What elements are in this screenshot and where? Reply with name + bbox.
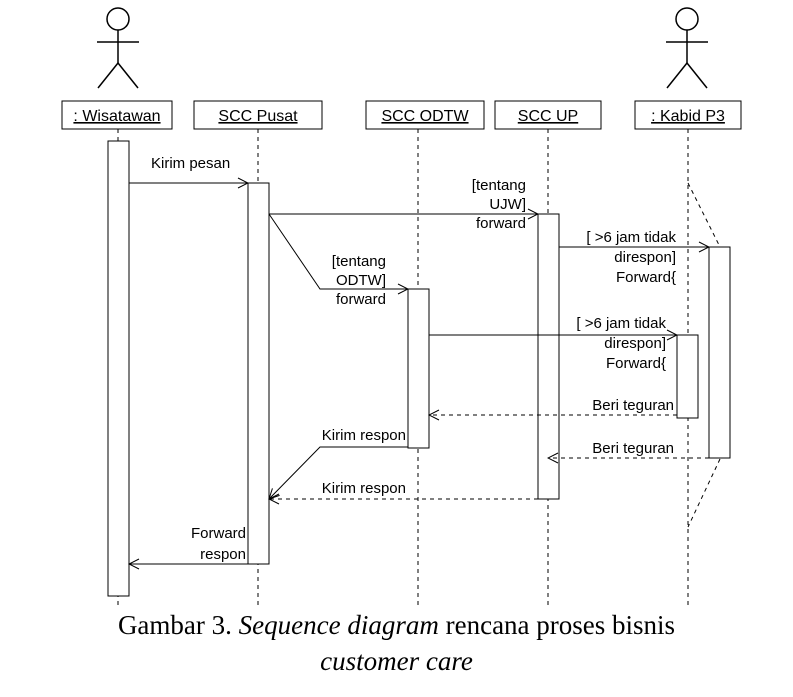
caption-prefix: Gambar 3. [117,610,239,640]
lifeline-label-wisatawan: : Wisatawan [73,108,160,125]
label-tentang-odtw-2: ODTW] [336,272,386,289]
msg-kirim-respon-odtw [269,446,408,499]
figure-caption-line2: customer care [0,646,793,677]
actor-figure-wisatawan [97,7,139,89]
label-kirim-respon-up: Kirim respon [322,480,406,497]
figure-caption: Gambar 3. Sequence diagram rencana prose… [0,610,793,641]
lifeline-head-scc-odtw: SCC ODTW [365,100,485,130]
label-escalate-up-3: Forward{ [616,269,676,286]
label-teguran-up: Beri teguran [592,440,674,457]
label-tentang-odtw-1: [tentang [332,253,386,270]
label-escalate-up-1: [ >6 jam tidak [586,229,676,246]
lifeline-label-scc-pusat: SCC Pusat [218,108,298,125]
label-forward-respon-1: Forward [191,525,246,542]
lifeline-head-scc-up: SCC UP [494,100,602,130]
label-tentang-ujw-1: [tentang [472,177,526,194]
caption-rest: rencana proses bisnis [438,610,676,640]
lifeline-label-scc-odtw: SCC ODTW [381,108,469,125]
lifeline-label-kabid-p3: : Kabid P3 [651,108,725,125]
label-escalate-odtw-2: direspon] [604,335,666,352]
label-tentang-odtw-3: forward [336,291,386,308]
activation-scc-up [537,213,560,500]
activation-scc-pusat [247,182,270,565]
activation-scc-odtw [407,288,430,449]
lifeline-head-wisatawan: : Wisatawan [61,100,173,130]
label-escalate-odtw-3: Forward{ [606,355,666,372]
label-kirim-respon-odtw: Kirim respon [322,427,406,444]
activation-wisatawan [107,140,130,597]
label-forward-respon-2: respon [200,546,246,563]
kabid-diagonal-top [687,182,721,248]
lifeline-head-scc-pusat: SCC Pusat [193,100,323,130]
caption-italic: Sequence diagram [238,610,439,640]
caption-line2: customer care [320,646,473,676]
label-tentang-ujw-2: UJW] [489,196,526,213]
label-tentang-ujw-3: forward [476,215,526,232]
label-escalate-up-2: direspon] [614,249,676,266]
label-kirim-pesan: Kirim pesan [151,155,230,172]
label-escalate-odtw-1: [ >6 jam tidak [576,315,666,332]
activation-kabid-p3-odtw [676,334,699,419]
lifeline-head-kabid-p3: : Kabid P3 [634,100,742,130]
msg-forward-odtw [268,213,408,289]
label-teguran-odtw: Beri teguran [592,397,674,414]
activation-kabid-p3-up [708,246,731,459]
actor-figure-kabid-p3 [666,7,708,89]
kabid-diagonal-bottom [687,458,721,528]
lifeline-label-scc-up: SCC UP [518,108,578,125]
